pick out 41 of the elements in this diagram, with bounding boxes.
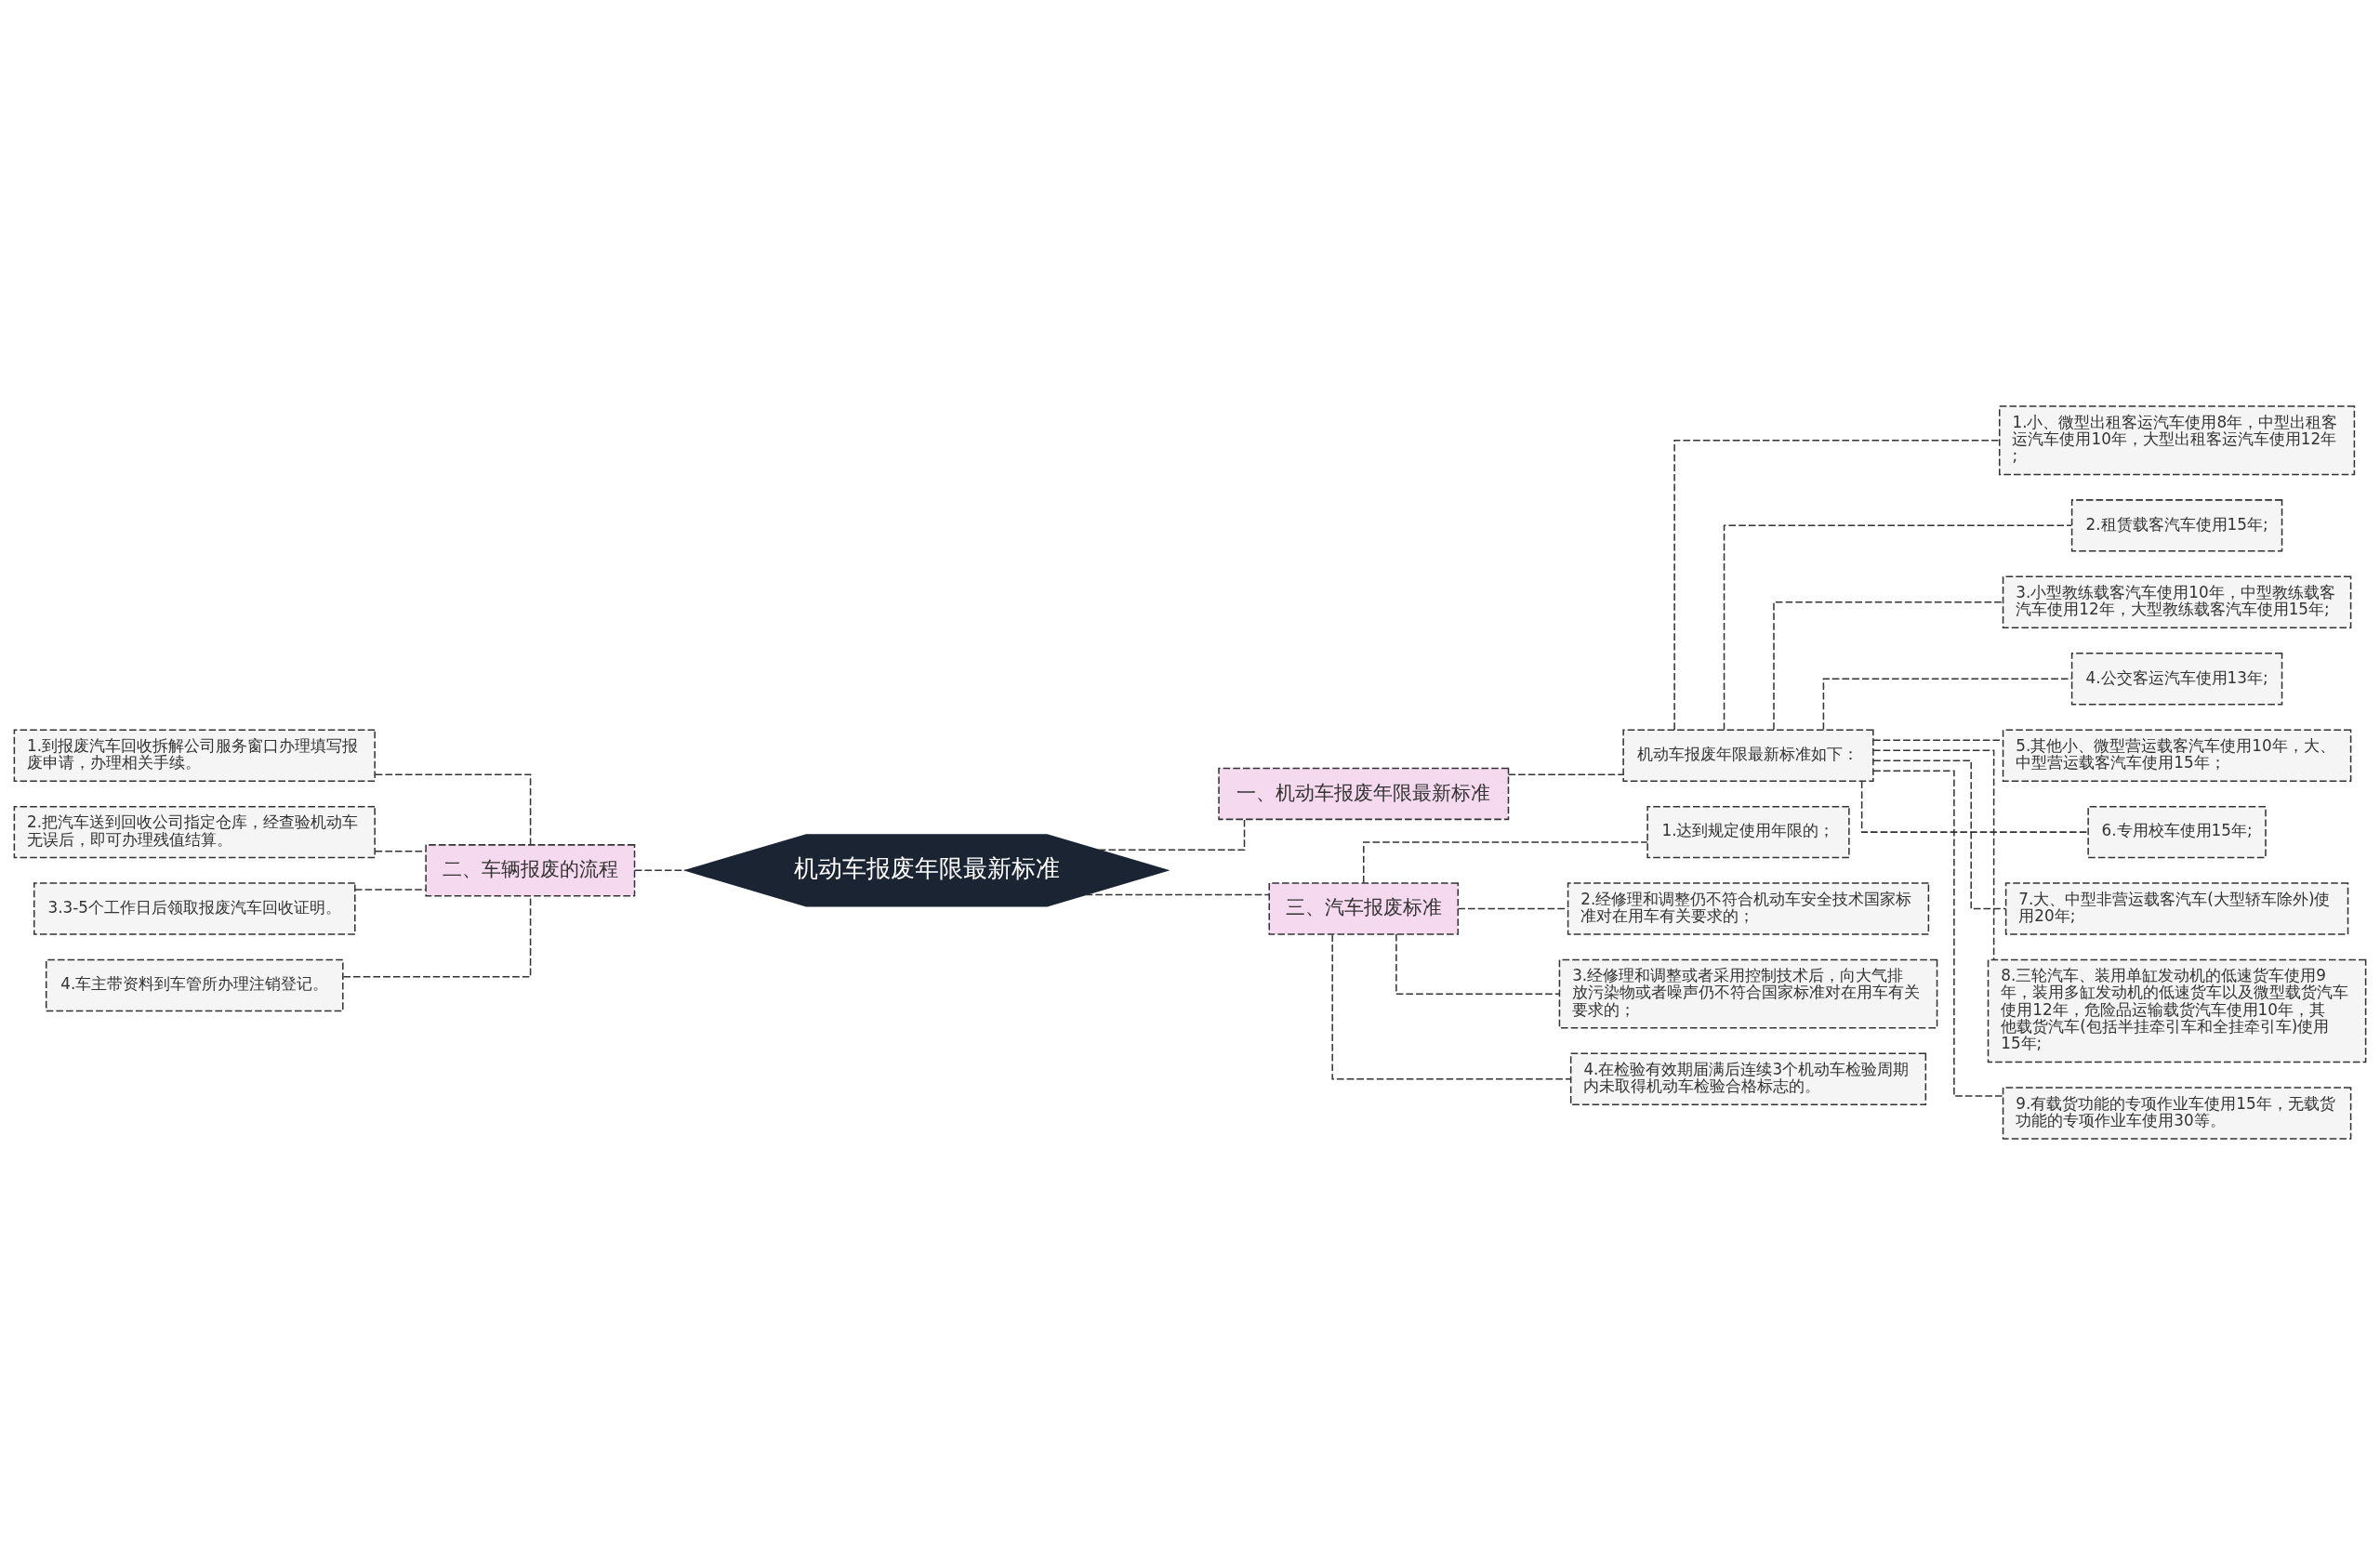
connector — [1723, 524, 2072, 731]
connector — [1331, 933, 1572, 1080]
node-box: 1.到报废汽车回收拆解公司服务窗口办理填写报废申请，办理相关手续。 — [13, 729, 376, 782]
connector — [1860, 780, 2089, 833]
node-box: 4.车主带资料到车管所办理注销登记。 — [45, 958, 344, 1012]
connector — [342, 895, 532, 978]
node-box: 一、机动车报废年限最新标准 — [1218, 767, 1510, 821]
node-box: 二、车辆报废的流程 — [425, 844, 636, 897]
node-box: 7.大、中型非营运载客汽车(大型轿车除外)使用20年; — [2004, 882, 2349, 935]
connector — [354, 889, 427, 891]
connector — [1872, 770, 2004, 1097]
connector — [1457, 907, 1569, 910]
connector — [1085, 893, 1270, 896]
node-box: 5.其他小、微型营运载客汽车使用10年，大、中型营运载客汽车使用15年； — [2002, 729, 2352, 782]
connector — [1872, 749, 1995, 960]
node-box: 8.三轮汽车、装用单缸发动机的低速货车使用9年，装用多缸发动机的低速货车以及微型载货汽车使用12年，危险品运输载货汽车使用10年，其他载货汽车(包括半挂牵引车和全挂牵引车)使用15年; — [1987, 958, 2367, 1063]
node-box: 3.3-5个工作日后领取报废汽车回收证明。 — [33, 882, 356, 935]
connector — [374, 773, 532, 846]
node-box: 4.在检验有效期届满后连续3个机动车检验周期内未取得机动车检验合格标志的。 — [1569, 1052, 1927, 1105]
node-box: 6.专用校车使用15年; — [2087, 805, 2267, 859]
connector — [1673, 440, 2001, 731]
node-box: 2.经修理和调整仍不符合机动车安全技术国家标准对在用车有关要求的； — [1567, 882, 1930, 935]
connector — [1773, 601, 2004, 731]
connector — [1363, 841, 1648, 884]
node-box: 4.公交客运汽车使用13年; — [2070, 653, 2283, 706]
connector — [1507, 773, 1624, 776]
node-box: 3.小型教练载客汽车使用10年，中型教练载客汽车使用12年，大型教练载客汽车使用15年; — [2002, 575, 2352, 629]
node-box: 2.租赁载客汽车使用15年; — [2070, 499, 2283, 552]
connector — [1872, 739, 2004, 741]
connector — [1395, 933, 1561, 995]
node-box: 1.小、微型出租客运汽车使用8年，中型出租客运汽车使用10年，大型出租客运汽车使用12年; — [1998, 405, 2356, 476]
connector — [634, 869, 687, 872]
node-box: 2.把汽车送到回收公司指定仓库，经查验机动车无误后，即可办理残值结算。 — [13, 805, 376, 859]
node-box: 9.有载货功能的专项作业车使用15年，无载货功能的专项作业车使用30等。 — [2002, 1087, 2352, 1140]
node-box: 三、汽车报废标准 — [1268, 882, 1460, 935]
node-box: 1.达到规定使用年限的； — [1646, 805, 1850, 859]
connector — [374, 850, 427, 852]
node-box: 机动车报废年限最新标准如下： — [1622, 729, 1874, 782]
node-box: 3.经修理和调整或者采用控制技术后，向大气排放污染物或者噪声仍不符合国家标准对在用车有关要求的； — [1558, 958, 1938, 1029]
connector — [1872, 759, 2006, 910]
connector — [1822, 678, 2073, 731]
